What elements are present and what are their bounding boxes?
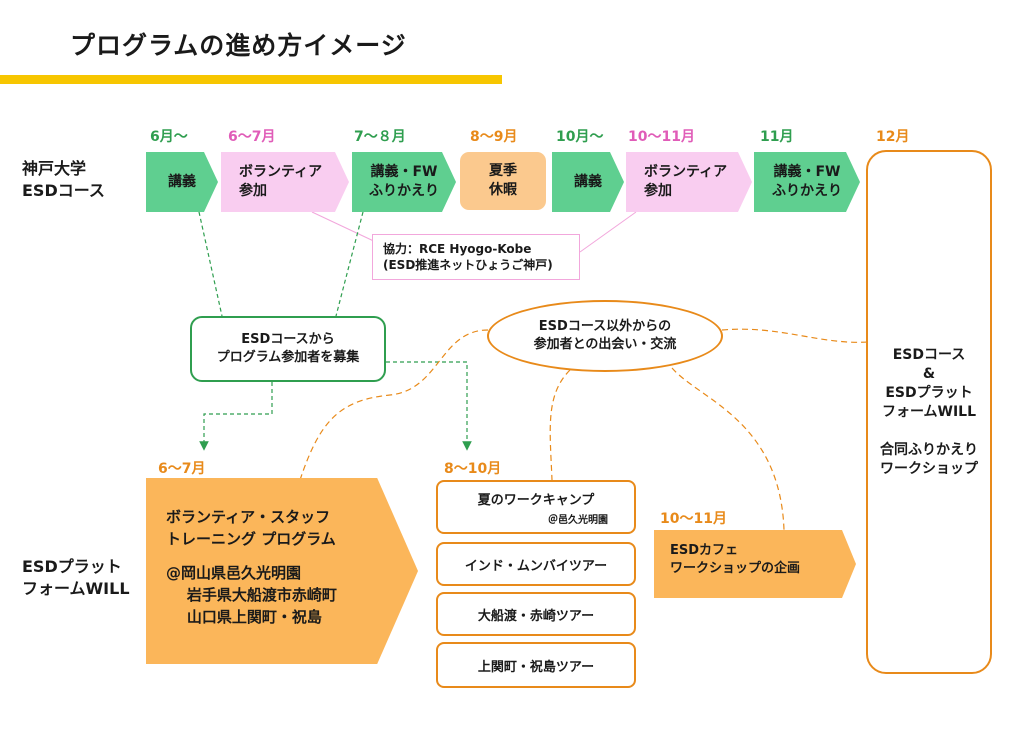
tour-item-label: インド・ムンバイツアー	[464, 558, 608, 574]
timeline-step-lecture-fw: 講義・FW ふりかえり	[754, 152, 860, 212]
timeline-month: 6〜7月	[228, 129, 276, 145]
joint-box-title: ESDコース & ESDプラット フォームWILL	[881, 346, 977, 420]
training-program-arrow: ボランティア・スタッフ トレーニング プログラム @岡山県邑久光明園 岩手県大船…	[146, 478, 418, 664]
tour-item: 上関町・祝島ツアー	[436, 642, 636, 688]
joint-box-subtitle: 合同ふりかえり ワークショップ	[880, 441, 978, 477]
timeline-month: 10〜11月	[628, 129, 695, 145]
esd-cafe-arrow: ESDカフェ ワークショップの企画	[654, 530, 856, 598]
tour-item: インド・ムンバイツアー	[436, 542, 636, 586]
recruit-to-tours	[386, 361, 472, 451]
row-label-will: ESDプラット フォームWILL	[22, 557, 130, 598]
timeline-step-volunteer: ボランティア 参加	[626, 152, 752, 212]
recruit-to-training	[199, 382, 273, 451]
timeline-step-volunteer: ボランティア 参加	[221, 152, 349, 212]
timeline-step-lecture-fw: 講義・FW ふりかえり	[352, 152, 456, 212]
joint-reflection-box: ESDコース & ESDプラット フォームWILL 合同ふりかえり ワークショッ…	[866, 150, 992, 674]
timeline-month: 10月〜	[556, 129, 604, 145]
encounter-to-tours	[549, 369, 571, 481]
training-month: 6〜7月	[158, 461, 206, 477]
tours-month: 8〜10月	[444, 461, 502, 477]
encounter-to-cafe	[671, 367, 785, 531]
timeline-step-lecture: 講義	[146, 152, 218, 212]
timeline-month: 12月	[876, 129, 910, 145]
tour-item: 大船渡・赤崎ツアー	[436, 592, 636, 636]
page-title: プログラムの進め方イメージ	[70, 31, 407, 60]
timeline-month: 6月〜	[150, 129, 188, 145]
training-program-title: ボランティア・スタッフ トレーニング プログラム	[166, 508, 336, 548]
encounter-ellipse: ESDコース以外からの 参加者との出会い・交流	[487, 300, 723, 372]
tour-item-label: 上関町・祝島ツアー	[477, 659, 595, 675]
tour-item: 夏のワークキャンプ ＠邑久光明園	[436, 480, 636, 534]
title-underline	[0, 75, 502, 84]
row-label-esd-course: 神戸大学 ESDコース	[22, 159, 105, 200]
coop-link-left	[311, 211, 381, 245]
recruit-box: ESDコースから プログラム参加者を募集	[190, 316, 386, 382]
cafe-month: 10〜11月	[660, 511, 727, 527]
timeline-month: 8〜9月	[470, 129, 518, 145]
encounter-to-joint	[721, 328, 869, 343]
cooperation-note: 協力：RCE Hyogo-Kobe (ESD推進ネットひょうご神戸)	[372, 234, 580, 280]
tour-item-label: 夏のワークキャンプ	[477, 492, 595, 508]
lecture-to-recruit-2	[335, 211, 364, 317]
timeline-month: 7〜８月	[354, 129, 406, 145]
coop-link-right	[579, 211, 637, 253]
lecture-to-recruit-1	[198, 211, 223, 317]
timeline-month: 11月	[760, 129, 794, 145]
tour-item-sub: ＠邑久光明園	[548, 514, 608, 526]
timeline-step-lecture: 講義	[552, 152, 624, 212]
timeline-step-summer-break: 夏季 休暇	[460, 152, 546, 210]
tour-item-label: 大船渡・赤崎ツアー	[477, 608, 595, 624]
training-locations: @岡山県邑久光明園 岩手県大船渡市赤崎町 山口県上関町・祝島	[166, 564, 337, 626]
